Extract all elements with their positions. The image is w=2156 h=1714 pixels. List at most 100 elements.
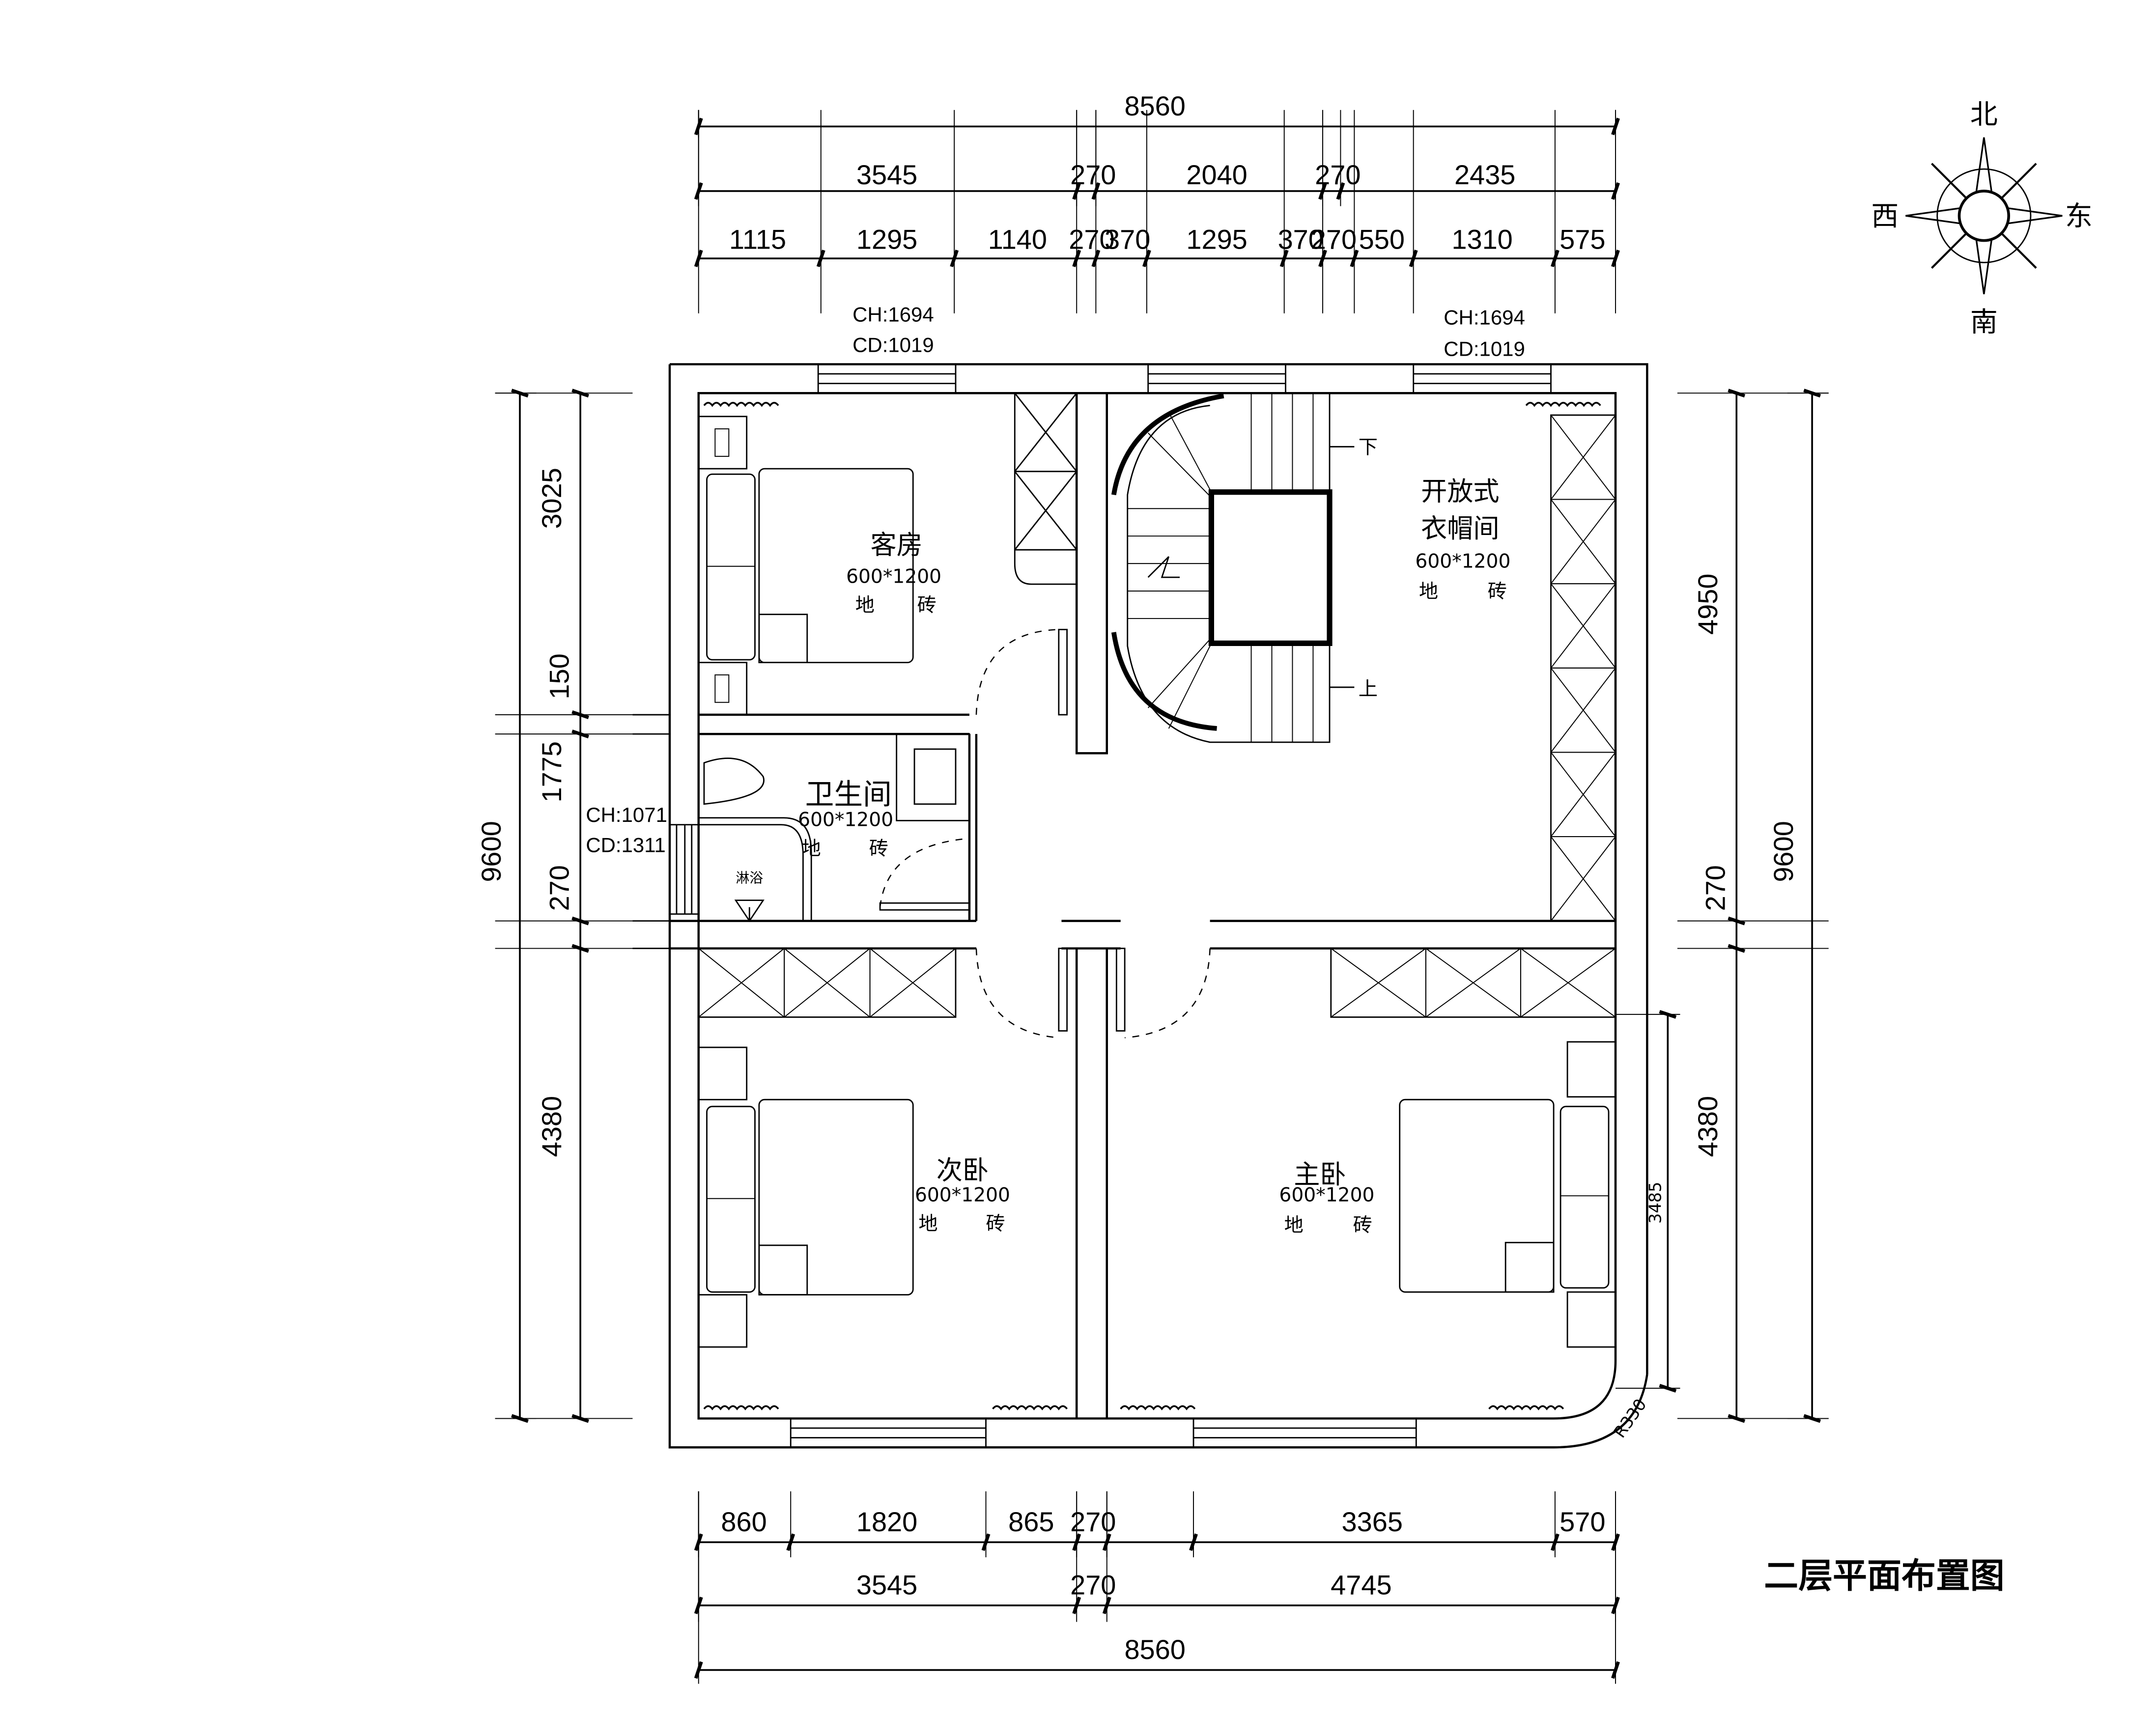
dim-bottom-detail: 3365 (1342, 1506, 1403, 1537)
dim-bottom-detail: 270 (1070, 1506, 1116, 1537)
dimension-tick (1803, 1414, 1821, 1423)
wardrobe-cross (698, 948, 785, 1018)
dimension-tick (1611, 1661, 1620, 1679)
window-note-cd: CD:1019 (1444, 337, 1525, 361)
dim-right-total: 9600 (1768, 821, 1799, 882)
door-second-bedroom[interactable] (1058, 948, 1068, 1032)
room-name-bathroom: 卫生间 (805, 777, 892, 811)
floor-label: 地 (855, 594, 875, 617)
window-note-cd: CD:1311 (586, 834, 665, 857)
floor-label: 砖 (1488, 581, 1507, 603)
compass-north: 北 (1970, 99, 1998, 131)
door-swing (879, 838, 970, 907)
dimension-tick (1072, 250, 1081, 267)
tile-spec: 600*1200 (915, 1184, 1010, 1206)
dimension-tick (1728, 916, 1746, 926)
dim-bottom-mid: 4745 (1331, 1570, 1391, 1601)
dimension-tick (571, 916, 590, 926)
vanity (896, 733, 970, 821)
floor-label: 地 (1284, 1214, 1304, 1236)
room-name-cloakroom: 衣帽间 (1421, 513, 1499, 544)
outer-wall (668, 363, 1648, 1449)
window-second-bedroom (790, 1418, 987, 1448)
dim-top-detail: 1140 (988, 224, 1047, 254)
drawing-title: 二层平面布置图 (1764, 1556, 2005, 1596)
tile-spec: 600*1200 (846, 565, 941, 588)
dim-bottom-detail: 860 (721, 1506, 766, 1537)
wardrobe-master-bedroom (1330, 948, 1617, 1018)
wardrobe-guest (1014, 392, 1078, 585)
dim-right-detail: 4950 (1692, 574, 1723, 635)
bed-guest (758, 468, 914, 663)
dim-top-detail: 1310 (1451, 224, 1512, 254)
dimension-tick (571, 389, 590, 398)
wardrobe-cross (1550, 668, 1616, 753)
window-bathroom (669, 824, 700, 915)
wardrobe-cross (1550, 415, 1616, 500)
room-labels: 客房 600*1200 地 砖 卫生间 600*1200 地 砖 淋浴 开放式 … (736, 436, 1510, 1236)
wardrobe-cross (1425, 948, 1521, 1018)
dim-left-detail: 4380 (536, 1096, 567, 1157)
wardrobe-second-bedroom (698, 948, 957, 1018)
floor-label: 砖 (986, 1213, 1005, 1235)
dimension-tick (1550, 250, 1560, 267)
lamp-icon (714, 674, 730, 703)
dimension-tick (1102, 1597, 1111, 1614)
door-master-bedroom[interactable] (1115, 948, 1126, 1032)
door-swing (975, 948, 1059, 1039)
dimension-labels: 8560 3545 270 2040 270 2435 1115 1295 11… (476, 90, 1799, 1665)
wall-stubs (632, 714, 670, 949)
dimension-tick (571, 1414, 590, 1423)
nightstand (698, 1294, 748, 1348)
dim-bottom-detail: 570 (1560, 1506, 1605, 1537)
pillows (706, 473, 756, 661)
dim-left-detail: 150 (544, 653, 575, 699)
radiator-icon (1120, 1405, 1196, 1410)
dim-top-detail: 370 (1105, 224, 1150, 254)
room-name-guest: 客房 (871, 530, 923, 561)
dim-right-inner: 3485 (1645, 1181, 1665, 1223)
door-swing (1125, 948, 1211, 1039)
bed-corner (758, 1244, 808, 1296)
dim-top-detail: 270 (1311, 224, 1357, 254)
dim-bottom-detail: 865 (1008, 1506, 1054, 1537)
sink (913, 748, 957, 805)
radiator-icon (703, 1405, 779, 1410)
dim-top-detail: 575 (1560, 224, 1605, 254)
dim-top-mid: 2040 (1186, 159, 1247, 190)
floor-label: 砖 (869, 838, 888, 860)
dim-bottom-mid: 270 (1070, 1570, 1116, 1601)
dim-right-detail: 270 (1700, 865, 1731, 911)
wardrobe-cross (869, 948, 956, 1018)
dim-top-mid: 270 (1070, 159, 1116, 190)
shower-partition (698, 817, 812, 921)
compass-west: 西 (1871, 200, 1899, 232)
break-line (1147, 556, 1180, 578)
dim-top-detail: 1295 (856, 224, 917, 254)
dim-top-mid: 270 (1315, 159, 1361, 190)
wardrobe-cross (1550, 499, 1616, 584)
dimension-tick (786, 1533, 795, 1551)
shower-head-icon (734, 899, 765, 923)
bed-corner (1504, 1241, 1555, 1293)
stair-up-label: 上 (1359, 678, 1378, 701)
dimension-tick (1091, 250, 1101, 267)
dimension-tick (1142, 250, 1151, 267)
window-note-ch: CH:1694 (1444, 306, 1525, 329)
dimension-tick (1728, 389, 1746, 398)
window-note-ch: CH:1071 (586, 803, 667, 826)
door-bathroom[interactable] (879, 902, 970, 911)
nightstand (1566, 1041, 1617, 1098)
wardrobe-cross (1331, 948, 1426, 1018)
dim-bottom-detail: 1820 (856, 1506, 917, 1537)
dimension-tick (1189, 1533, 1198, 1551)
door-guest[interactable] (1058, 629, 1068, 716)
radiator-icon (703, 401, 779, 407)
dimension-tick (571, 710, 590, 719)
dimension-tick (950, 250, 959, 267)
wardrobe-cross (1550, 836, 1616, 922)
compass-east: 东 (2065, 200, 2093, 232)
dimension-tick (816, 250, 825, 267)
window-master-bedroom (1192, 1418, 1417, 1448)
dim-left-total: 9600 (476, 821, 507, 882)
